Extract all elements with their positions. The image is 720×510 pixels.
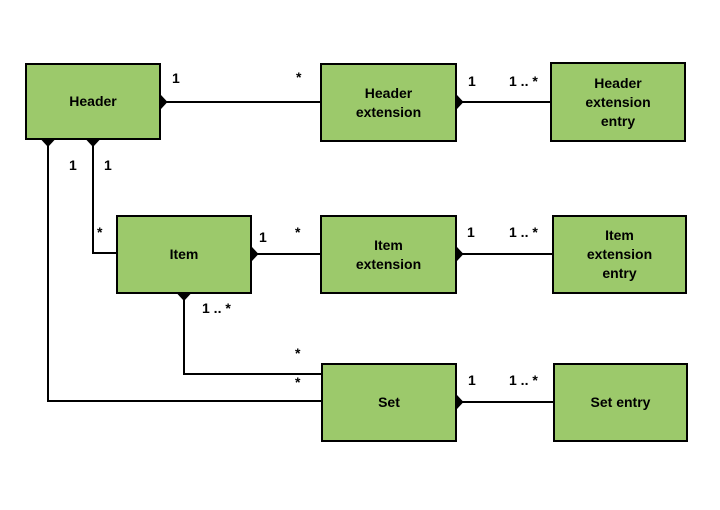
multiplicity-label: 1 xyxy=(468,73,476,89)
entity-item-extension-entry: Item extension entry xyxy=(552,215,687,294)
entity-set-entry: Set entry xyxy=(553,363,688,442)
entity-label: Set entry xyxy=(590,394,651,410)
multiplicity-label: 1 .. * xyxy=(509,73,538,89)
multiplicity-label: 1 xyxy=(468,372,476,388)
entity-header-extension: Header extension xyxy=(320,63,457,142)
entity-label: Set xyxy=(378,394,400,410)
multiplicity-label: 1 .. * xyxy=(509,372,538,388)
connector-header-set xyxy=(47,140,321,402)
entity-item: Item xyxy=(116,215,252,294)
multiplicity-label: 1 xyxy=(259,229,267,245)
multiplicity-label: * xyxy=(295,224,301,240)
connector-header-item xyxy=(92,140,116,254)
multiplicity-label: * xyxy=(295,374,301,390)
multiplicity-label: 1 xyxy=(467,224,475,240)
entity-label: Header xyxy=(69,93,117,109)
multiplicity-label: 1 xyxy=(69,157,77,173)
entity-label: Header extension entry xyxy=(585,74,651,129)
entity-label: Header extension xyxy=(355,84,422,120)
entity-header-extension-entry: Header extension entry xyxy=(550,62,686,142)
multiplicity-label: 1 xyxy=(172,70,180,86)
connector-item-set xyxy=(183,294,321,375)
entity-set: Set xyxy=(321,363,457,442)
multiplicity-label: 1 xyxy=(104,157,112,173)
multiplicity-label: * xyxy=(295,345,301,361)
multiplicity-label: * xyxy=(296,69,302,85)
multiplicity-label: * xyxy=(97,224,103,240)
connector-lines xyxy=(47,101,553,403)
multiplicity-label: 1 .. * xyxy=(509,224,538,240)
entity-label: Item extension xyxy=(355,236,422,272)
multiplicity-label: 1 .. * xyxy=(202,300,231,316)
entity-header: Header xyxy=(25,63,161,140)
entity-label: Item xyxy=(169,246,199,262)
entity-item-extension: Item extension xyxy=(320,215,457,294)
entity-label: Item extension entry xyxy=(586,227,653,281)
